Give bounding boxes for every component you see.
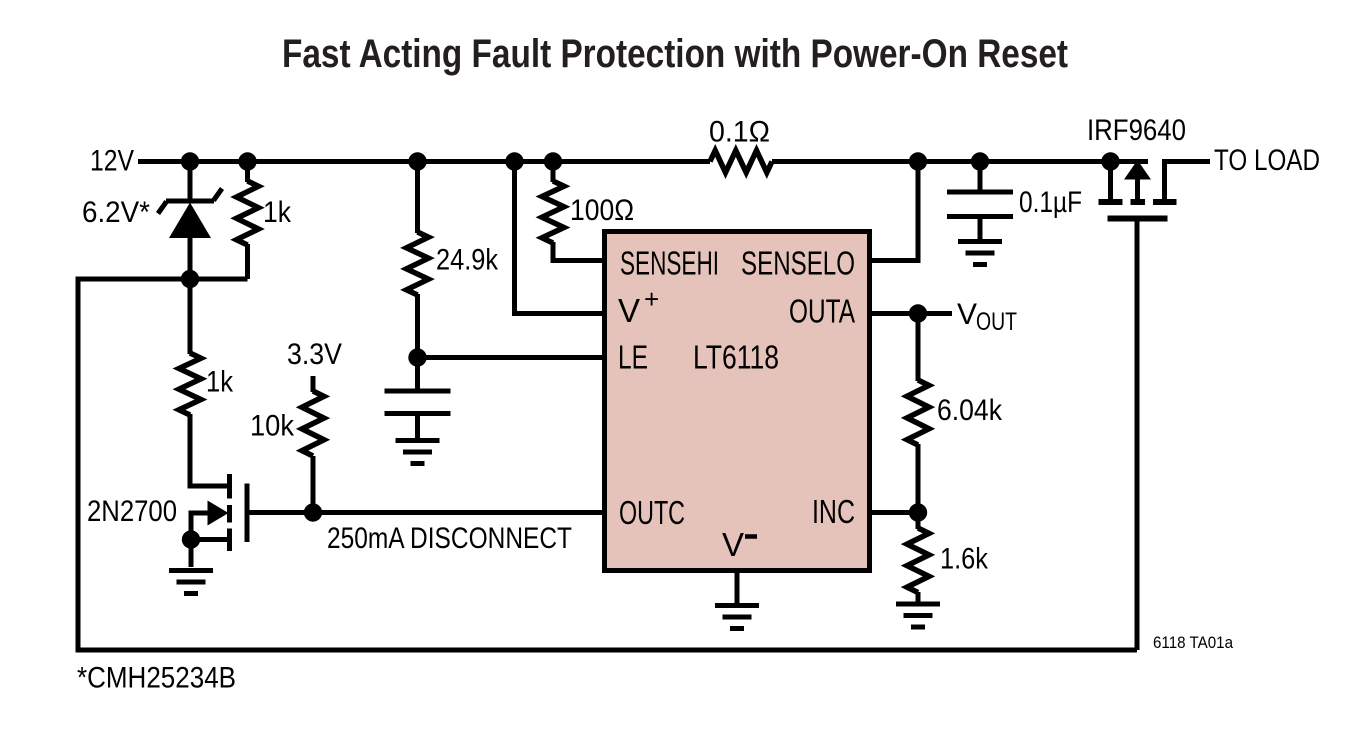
svg-text:10k: 10k	[250, 410, 294, 443]
svg-text:*CMH25234B: *CMH25234B	[77, 662, 236, 695]
svg-text:24.9k: 24.9k	[436, 244, 498, 277]
svg-text:INC: INC	[812, 493, 855, 530]
svg-text:V: V	[618, 292, 640, 329]
svg-text:LT6118: LT6118	[693, 339, 779, 376]
svg-text:LE: LE	[618, 339, 648, 376]
svg-text:Fast Acting Fault Protection w: Fast Acting Fault Protection with Power-…	[282, 32, 1068, 76]
svg-text:SENSELO: SENSELO	[741, 245, 855, 282]
svg-text:V: V	[957, 298, 977, 331]
svg-text:SENSEHI: SENSEHI	[620, 245, 719, 282]
svg-text:12V: 12V	[90, 145, 134, 178]
svg-text:0.1Ω: 0.1Ω	[709, 116, 770, 149]
svg-text:250mA DISCONNECT: 250mA DISCONNECT	[327, 522, 572, 555]
svg-text:V: V	[722, 526, 744, 563]
svg-text:2N2700: 2N2700	[87, 495, 177, 528]
svg-text:1k: 1k	[263, 196, 291, 229]
svg-text:OUTA: OUTA	[789, 293, 855, 330]
svg-text:IRF9640: IRF9640	[1087, 114, 1186, 147]
svg-text:1k: 1k	[206, 366, 233, 399]
svg-text:OUTC: OUTC	[619, 494, 685, 531]
svg-text:OUT: OUT	[976, 308, 1017, 336]
svg-text:6.04k: 6.04k	[937, 394, 1002, 427]
svg-text:0.1µF: 0.1µF	[1019, 186, 1082, 219]
svg-text:3.3V: 3.3V	[287, 338, 342, 371]
svg-text:1.6k: 1.6k	[940, 543, 988, 576]
svg-text:6.2V*: 6.2V*	[82, 196, 150, 229]
svg-text:100Ω: 100Ω	[570, 194, 634, 227]
svg-text:+: +	[644, 284, 659, 314]
svg-text:6118 TA01a: 6118 TA01a	[1153, 633, 1233, 652]
svg-text:TO LOAD: TO LOAD	[1214, 144, 1320, 177]
